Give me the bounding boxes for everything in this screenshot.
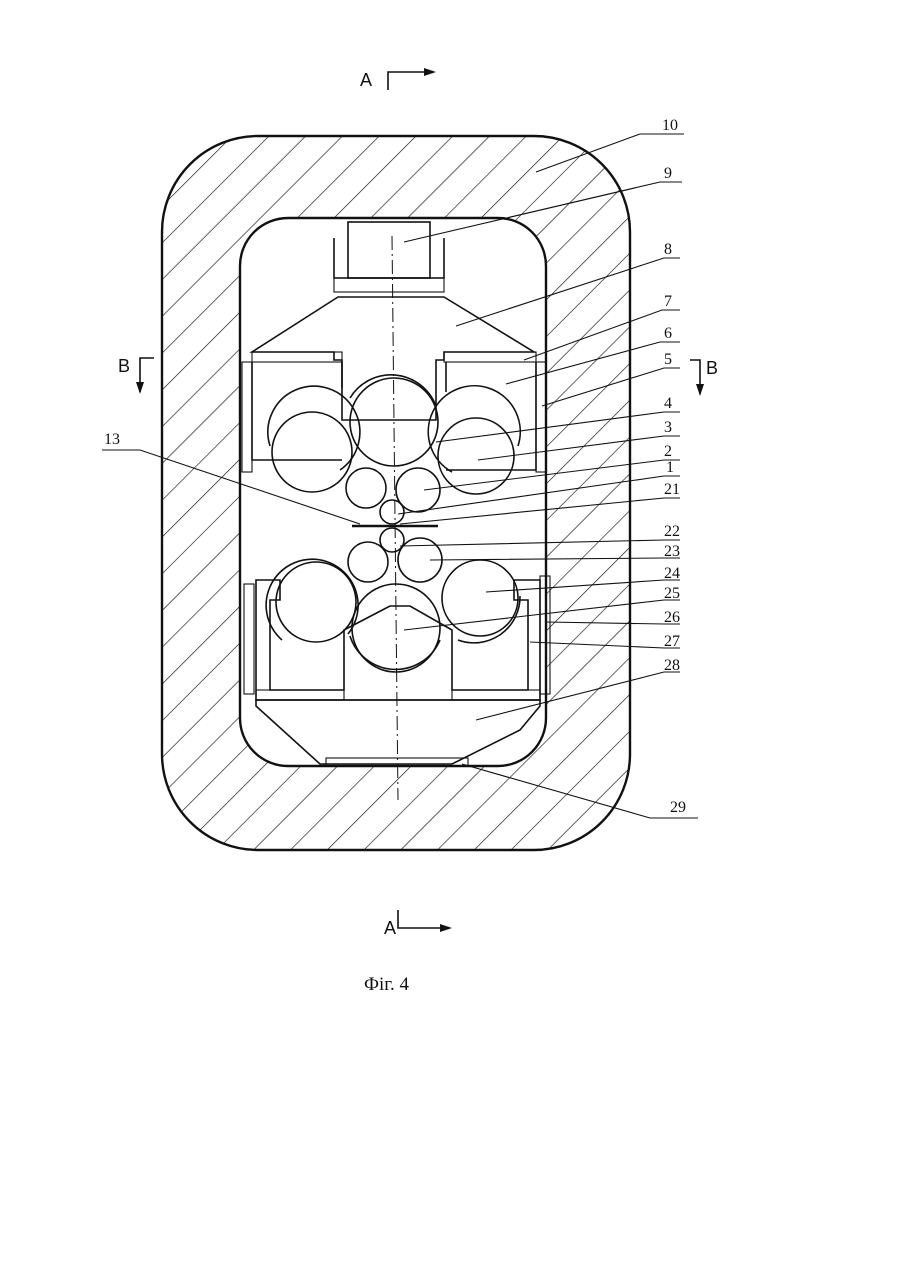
label-25: 25 <box>664 585 680 602</box>
svg-text:B: B <box>706 358 718 378</box>
label-29: 29 <box>670 799 686 816</box>
label-22: 22 <box>664 523 680 540</box>
section-mark-top: A <box>360 68 436 90</box>
label-3: 3 <box>664 419 672 436</box>
label-5: 5 <box>664 351 672 368</box>
label-2: 2 <box>664 443 672 460</box>
label-23: 23 <box>664 543 680 560</box>
label-1: 1 <box>666 459 674 476</box>
label-9: 9 <box>664 165 672 182</box>
label-28: 28 <box>664 657 680 674</box>
label-27: 27 <box>664 633 680 650</box>
figure-caption: Фіг. 4 <box>364 974 409 995</box>
label-8: 8 <box>664 241 672 258</box>
svg-text:A: A <box>360 70 372 90</box>
label-24: 24 <box>664 565 680 582</box>
svg-text:B: B <box>118 356 130 376</box>
label-13: 13 <box>104 431 120 448</box>
label-10: 10 <box>662 117 678 134</box>
section-mark-bottom: A <box>384 910 452 938</box>
label-7: 7 <box>664 293 672 310</box>
label-26: 26 <box>664 609 680 626</box>
section-mark-right: B <box>690 358 718 396</box>
section-mark-left: B <box>118 356 154 394</box>
label-6: 6 <box>664 325 672 342</box>
svg-text:A: A <box>384 918 396 938</box>
label-21: 21 <box>664 481 680 498</box>
label-4: 4 <box>664 395 672 412</box>
